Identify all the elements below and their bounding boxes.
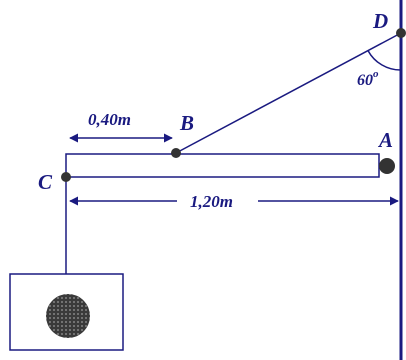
cable-db (175, 32, 402, 154)
angle-unit: o (373, 68, 379, 80)
angle-arc (367, 50, 402, 71)
label-d: D (372, 9, 388, 33)
point-d-pin (396, 28, 406, 38)
dimension-ca-label: 1,20m (190, 192, 233, 211)
point-b-pin (171, 148, 181, 158)
angle-label: 60o (357, 68, 379, 89)
label-b: B (179, 111, 194, 135)
label-c: C (38, 170, 53, 194)
point-c-pin (61, 172, 71, 182)
weight-mass (46, 294, 90, 338)
beam (65, 153, 380, 178)
hinge-a (379, 158, 395, 174)
dimension-cb-label: 0,40m (88, 110, 131, 129)
label-a: A (377, 128, 393, 152)
angle-value: 60 (357, 72, 373, 89)
